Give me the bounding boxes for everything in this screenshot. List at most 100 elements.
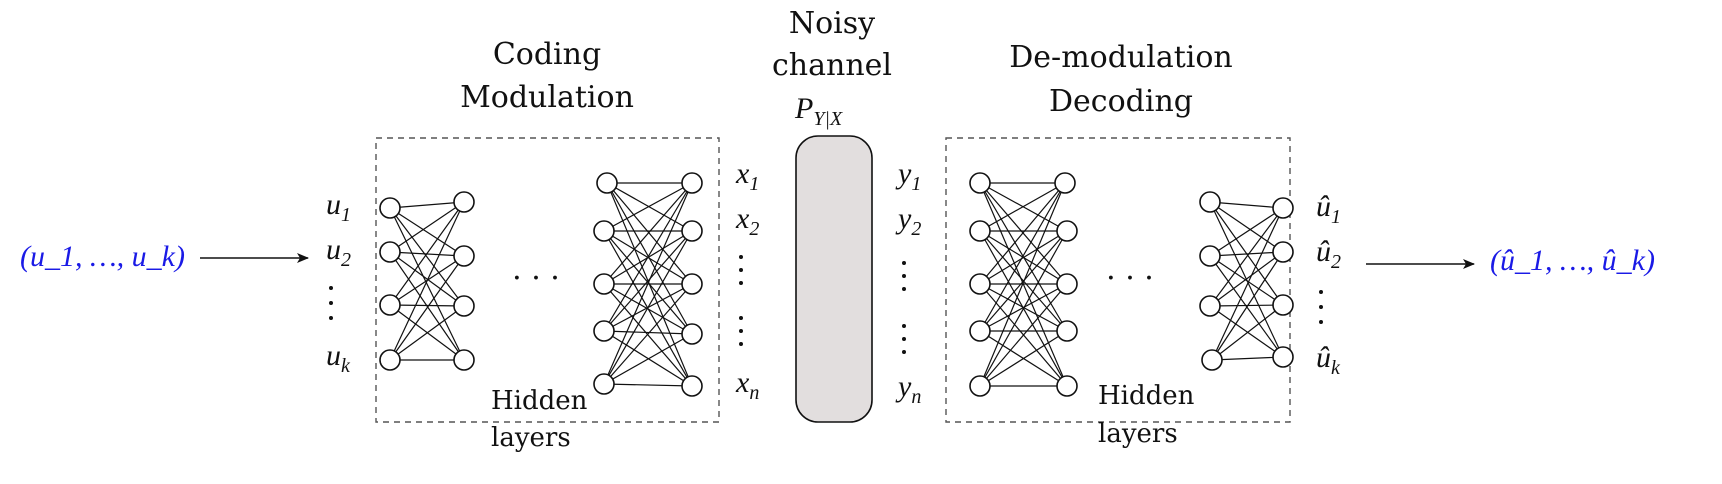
decoder-last-node [1199,245,1221,267]
encoder-last-edge [603,182,693,285]
encoder-last-edge [603,333,693,385]
encoder-first-edge [389,201,465,306]
encoder-title-line1: Coding [493,37,601,72]
decoder-first-node [969,273,991,295]
decoder-output-label-k: ûk [1316,341,1341,379]
decoder-last-edge [1211,304,1284,361]
decoder-last-edge [1209,255,1284,306]
decoder-output-label-1: û1 [1316,190,1341,228]
decoder-first-edge [979,182,1066,232]
encoder-first-node [453,245,475,267]
decoder-last-edge [1209,207,1284,257]
encoder-last-edge [603,283,693,335]
decoder-last-edge [1209,251,1284,257]
decoder-last-node [1272,197,1294,219]
decoder-output-vdots [1319,290,1323,324]
decoder-first-node [1056,375,1078,397]
decoder-last-edge [1209,305,1284,358]
decoder-title-line2: Decoding [1049,84,1193,119]
encoder-hidden-label-line2: layers [491,423,571,453]
encoder-last-edge [606,182,693,232]
decoder-first-edge [979,230,1068,387]
encoder-last-edge [603,383,693,387]
encoder-hidden-ellipsis: · · · [512,261,560,296]
decoder-last-edge [1211,207,1284,361]
decoder-last-node [1272,294,1294,316]
decoder-first-edge [979,182,1066,285]
decoder-first-node [1056,320,1078,342]
encoder-first-edge [389,304,465,307]
encoder-last-edge [603,330,693,335]
decoder-first-edge [979,182,1066,387]
decoder-hidden-label-line1: Hidden [1098,381,1195,411]
encoder-input-label-1: u1 [326,188,351,226]
decoder-last-node [1272,346,1294,368]
decoder-first-edge [979,330,1068,387]
encoder-first-node [453,349,475,371]
encoder-first-edge [389,207,465,361]
decoder-first-layer-pair [969,172,1078,397]
encoder-first-edge [389,201,465,361]
encoder-last-node [681,172,703,194]
encoder-last-node [681,323,703,345]
decoder-last-node [1199,295,1221,317]
encoder-last-node [593,273,615,295]
encoder-hidden-label-line1: Hidden [491,386,588,416]
encoder-title-line2: Modulation [460,80,634,115]
decoder-hidden-ellipsis: · · · [1106,261,1154,296]
decoder-input-label-n: yn [895,370,921,408]
decoder-first-node [969,220,991,242]
encoder-first-node [453,191,475,213]
channel-label-line1: Noisy [789,6,875,41]
decoder-first-edge [979,182,1068,285]
decoder-first-edge [979,283,1068,387]
encoder-last-edge [603,230,693,385]
encoder-last-node [596,172,618,194]
decoder-last-edge [1209,251,1284,307]
encoder-first-edge [389,207,465,307]
channel-symbol: PY|X [794,92,843,130]
encoder-first-edge [389,201,465,253]
encoder-last-node [593,320,615,342]
encoder-last-layer-pair [593,172,703,397]
input-message-label: (u_1, …, u_k) [20,240,185,273]
decoder-last-edge [1209,201,1284,253]
decoder-hidden-label-line2: layers [1098,419,1178,449]
decoder-input-vdots [902,261,906,354]
encoder-output-label-n: xn [735,366,759,404]
decoder-last-node [1272,241,1294,263]
encoder-last-node [593,220,615,242]
encoder-output-label-1: x1 [735,157,759,195]
decoder-first-edge [979,182,1066,332]
encoder-last-edge [603,182,693,232]
encoder-last-edge [603,230,693,332]
decoder-last-layer-pair [1199,191,1294,371]
encoder-last-node [593,373,615,395]
encoder-box [375,137,720,423]
encoder-last-edge [603,182,693,332]
decoder-last-node [1201,349,1223,371]
encoder-last-node [681,375,703,397]
encoder-first-layer-pair [379,191,475,371]
encoder-last-node [681,273,703,295]
decoder-output-label-2: û2 [1316,235,1341,273]
noisy-channel-block [795,135,873,423]
encoder-last-edge [603,182,693,385]
encoder-input-vdots [329,286,333,320]
decoder-first-node [1054,172,1076,194]
encoder-input-label-k: uk [326,339,351,377]
encoder-first-node [453,295,475,317]
encoder-last-edge [606,182,693,285]
encoder-first-edge [389,255,465,361]
encoder-last-edge [603,283,693,385]
encoder-output-vdots [739,255,743,346]
decoder-input-label-2: y2 [895,202,921,240]
decoder-last-edge [1211,356,1284,361]
decoder-input-label-1: y1 [895,157,921,195]
encoder-first-node [379,294,401,316]
output-message-label: (û_1, …, û_k) [1490,244,1655,277]
decoder-last-edge [1209,207,1284,307]
decoder-first-node [1056,220,1078,242]
channel-label-line2: channel [772,48,892,83]
decoder-box [945,137,1291,423]
